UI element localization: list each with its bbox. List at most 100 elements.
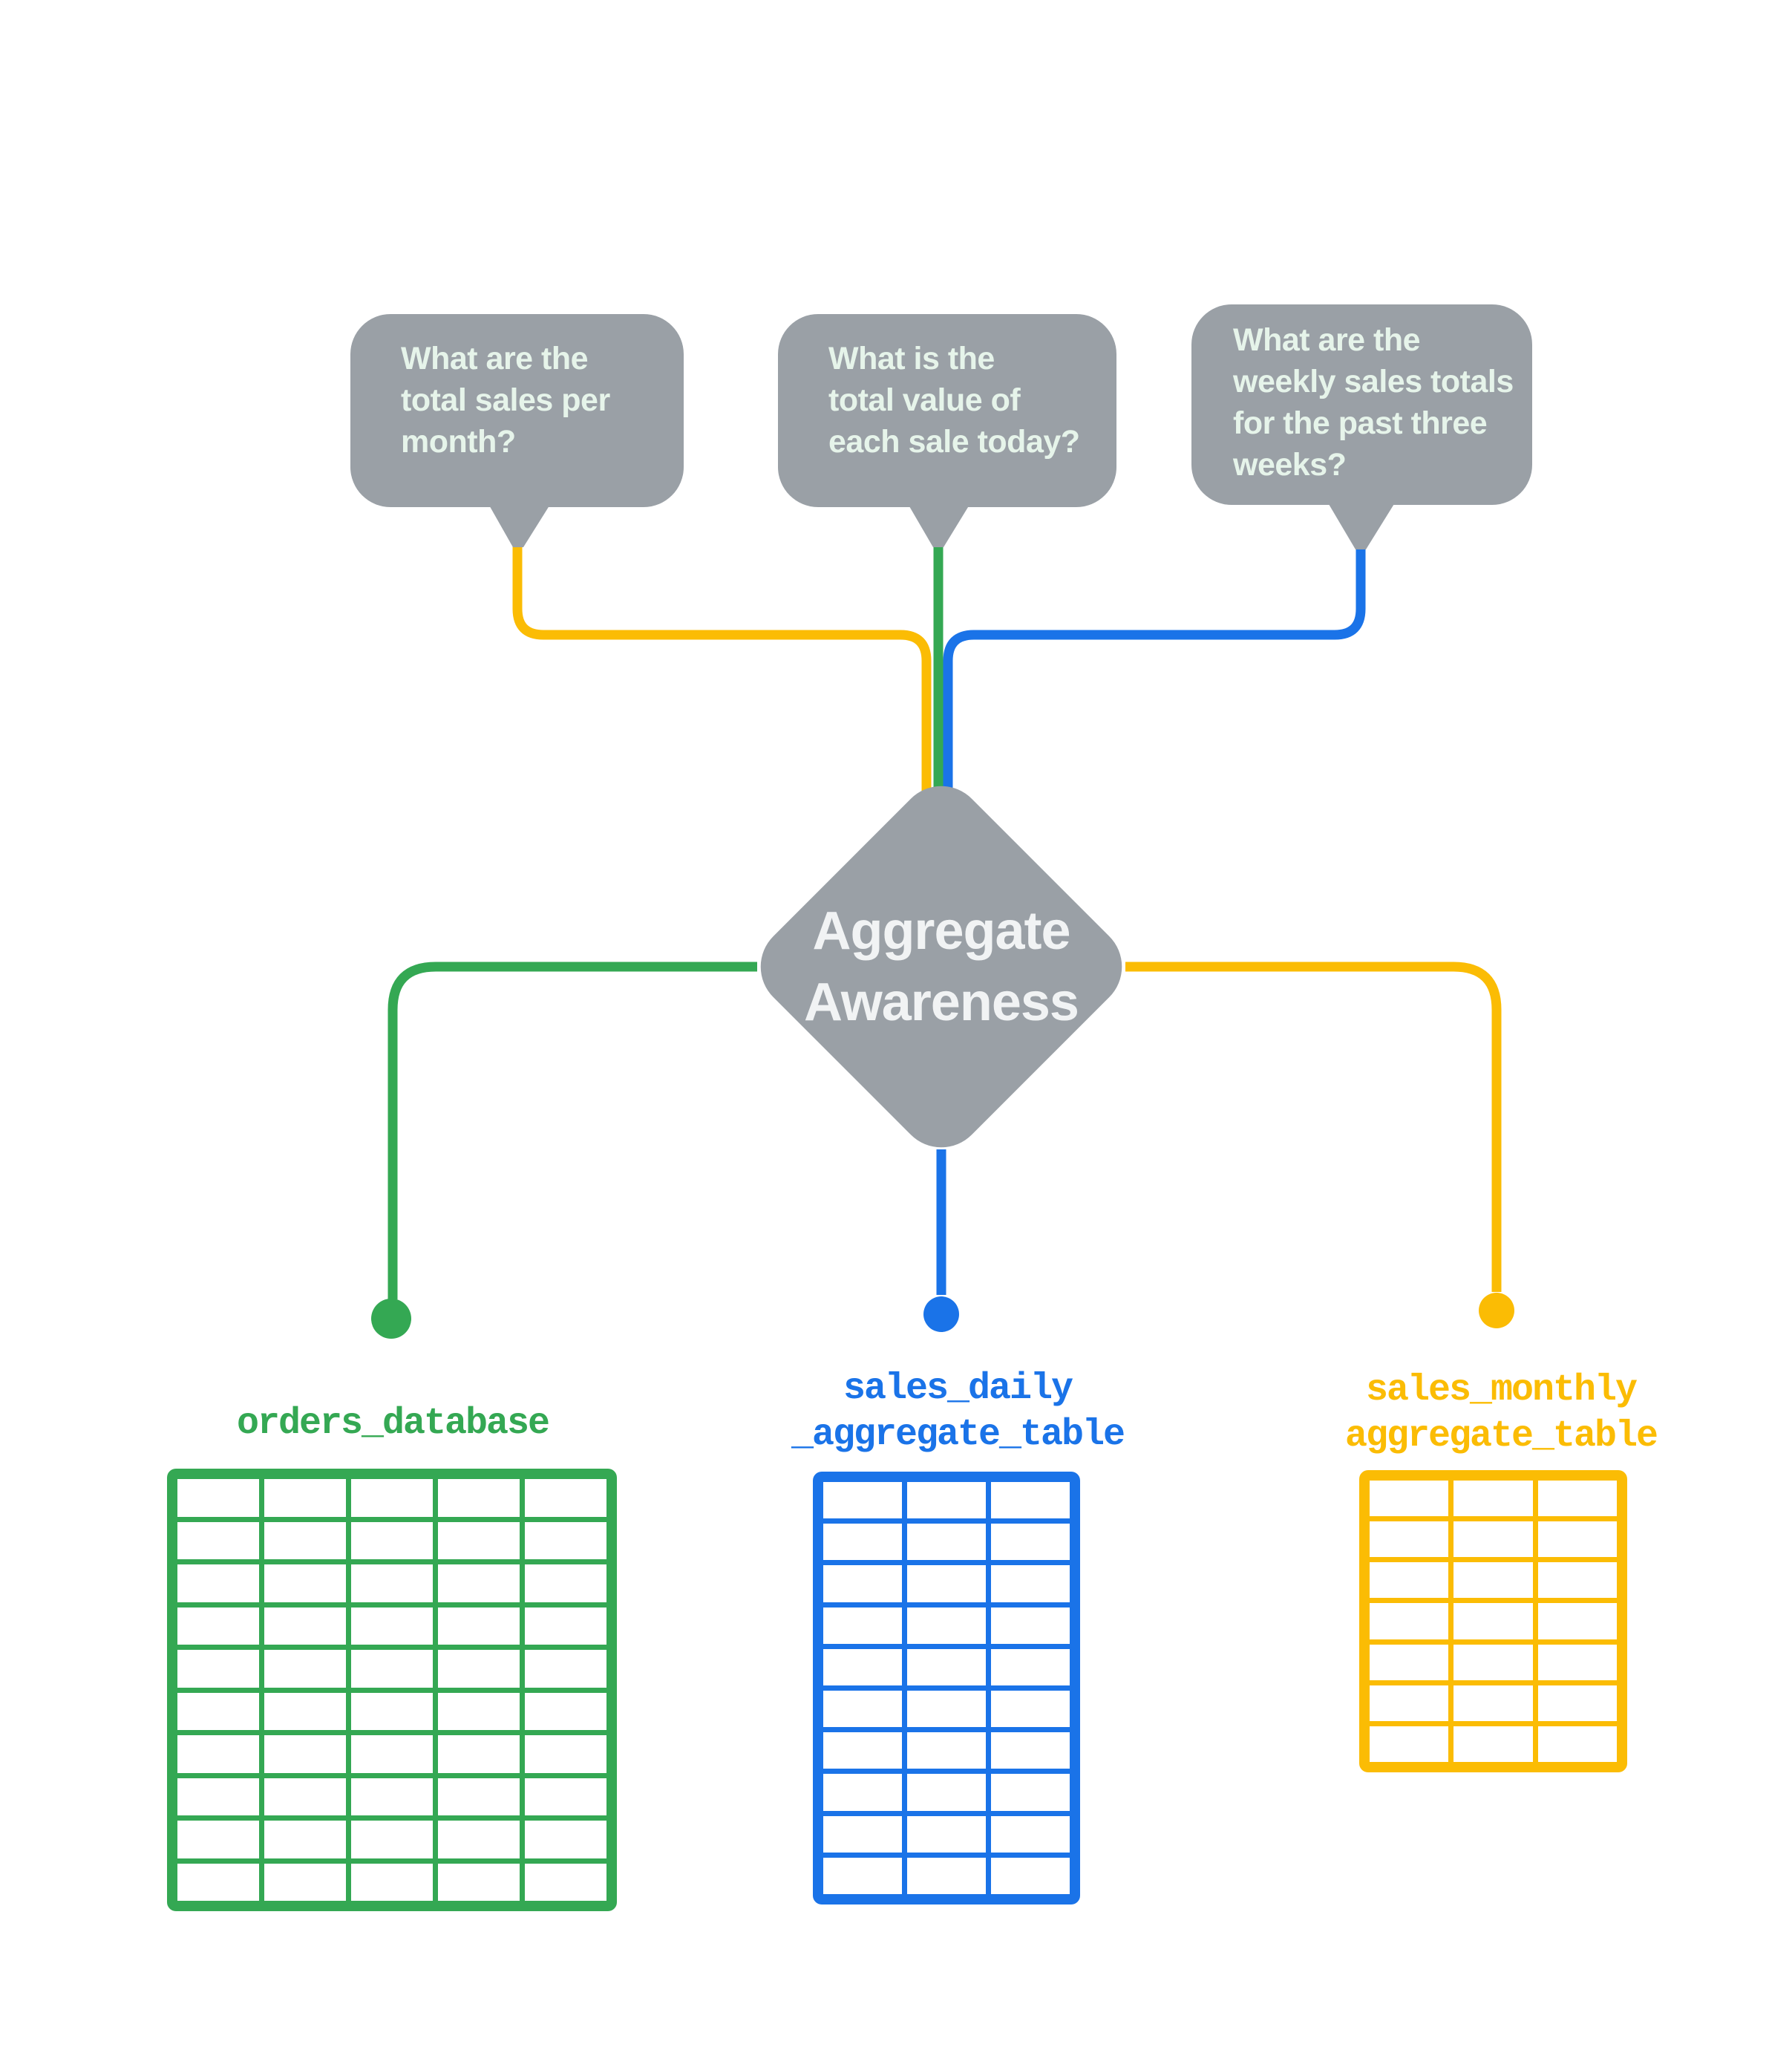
diamond-label-line: Awareness [804,973,1079,1032]
table-cell [823,1607,902,1644]
table-cell [907,1732,986,1769]
question-line: weeks? [1233,447,1347,483]
table-title-sales-monthly-aggregate: sales_monthly aggregate_table [1278,1368,1724,1460]
connector-weekly-question-to-diamond [943,542,1366,791]
table-cell [438,1521,520,1559]
table-cell [991,1607,1070,1644]
table-cell [264,1607,346,1645]
table-cell [907,1482,986,1519]
table-title-orders-database: orders_database [170,1401,615,1447]
table-cell [177,1479,259,1517]
table-cell [525,1692,606,1730]
table-cell [991,1732,1070,1769]
table-cell [823,1648,902,1685]
table-cell [823,1524,902,1561]
table-cell [525,1521,606,1559]
table-cell [991,1857,1070,1894]
table-cell [177,1521,259,1559]
table-cell [438,1650,520,1688]
question-bubble-daily-sales: What is the total value of each sale tod… [778,314,1116,507]
table-cell [351,1821,433,1858]
table-cell [525,1564,606,1602]
table-cell [1537,1685,1617,1721]
table-cell [991,1524,1070,1561]
table-cell [823,1482,902,1519]
table-cell [823,1774,902,1811]
table-cell [1453,1521,1533,1558]
table-cell [264,1479,346,1517]
table-cell [438,1778,520,1815]
table-cell [525,1735,606,1773]
table-cell [264,1650,346,1688]
table-cell [177,1863,259,1901]
table-cell [525,1607,606,1645]
table-cell [177,1607,259,1645]
endpoint-dot-orders-database [371,1299,411,1339]
orders-database-table [167,1469,617,1911]
question-line: month? [401,424,516,460]
endpoint-dot-daily-aggregate [923,1296,959,1332]
connector-monthly-question-to-diamond [512,539,932,791]
table-cell [823,1857,902,1894]
table-cell [1537,1481,1617,1517]
table-title-line: _aggregate_table [791,1414,1125,1456]
question-line: for the past three [1233,405,1488,441]
table-title-line: aggregate_table [1344,1415,1658,1458]
table-cell [264,1863,346,1901]
table-cell [438,1863,520,1901]
diamond-label: Aggregate Awareness [804,895,1079,1038]
table-cell [438,1735,520,1773]
table-cell [1537,1603,1617,1639]
table-cell [823,1565,902,1602]
question-line: What is the [828,341,995,376]
question-line: What are the [1233,322,1421,358]
table-cell [264,1778,346,1815]
table-cell [991,1648,1070,1685]
table-cell [264,1564,346,1602]
table-cell [1370,1685,1449,1721]
table-cell [1537,1726,1617,1762]
table-cell [907,1774,986,1811]
table-cell [177,1735,259,1773]
table-cell [525,1778,606,1815]
table-cell [525,1479,606,1517]
table-cell [264,1521,346,1559]
table-cell [438,1692,520,1730]
connector-diamond-to-monthly-aggregate [1125,962,1502,1292]
table-cell [177,1692,259,1730]
table-cell [1453,1481,1533,1517]
table-cell [264,1692,346,1730]
table-title-sales-daily-aggregate: sales_daily _aggregate_table [735,1366,1180,1458]
table-cell [177,1564,259,1602]
table-cell [907,1857,986,1894]
sales-monthly-aggregate-table [1359,1470,1627,1772]
table-cell [525,1650,606,1688]
diamond-shape [760,786,1122,1148]
table-cell [177,1650,259,1688]
table-cell [264,1821,346,1858]
table-cell [1453,1685,1533,1721]
table-title-line: sales_daily [843,1368,1073,1410]
table-cell [1370,1562,1449,1599]
table-cell [823,1732,902,1769]
table-cell [1370,1521,1449,1558]
table-cell [351,1692,433,1730]
table-cell [351,1650,433,1688]
table-cell [351,1863,433,1901]
table-cell [351,1778,433,1815]
table-cell [1453,1562,1533,1599]
table-cell [907,1648,986,1685]
table-cell [991,1482,1070,1519]
table-cell [438,1607,520,1645]
table-cell [351,1521,433,1559]
table-cell [991,1774,1070,1811]
table-cell [991,1691,1070,1728]
question-bubble-monthly-sales: What are the total sales per month? [350,314,684,507]
table-cell [177,1778,259,1815]
table-cell [907,1607,986,1644]
table-cell [1370,1726,1449,1762]
table-cell [991,1815,1070,1853]
table-title-line: sales_monthly [1365,1369,1638,1411]
